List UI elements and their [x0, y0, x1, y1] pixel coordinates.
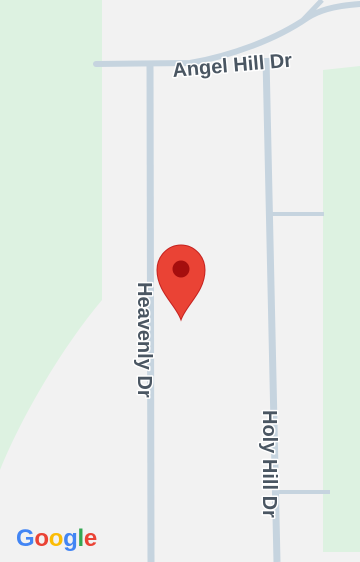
google-logo-letter: G — [16, 525, 35, 552]
road-label-holy-hill: Holy Hill Dr — [258, 410, 280, 518]
google-logo: Google — [16, 527, 97, 551]
road-spur-north — [301, 0, 324, 22]
road-label-heavenly: Heavenly Dr — [133, 282, 155, 398]
map-pin-body — [156, 244, 206, 322]
google-logo-letter: o — [48, 525, 64, 552]
park-area-west — [0, 0, 102, 470]
park-area-east — [323, 66, 360, 552]
road-heavenly — [146, 61, 155, 562]
google-logo-letter: l — [77, 525, 85, 552]
map-pin-dot — [172, 260, 190, 278]
google-logo-letter: o — [34, 525, 49, 552]
road-angel-hill — [93, 1, 360, 67]
road-holy-hill — [262, 57, 281, 562]
map-pin-icon[interactable] — [156, 244, 206, 322]
google-logo-letter: e — [83, 525, 97, 552]
google-logo-letter: g — [63, 525, 78, 552]
